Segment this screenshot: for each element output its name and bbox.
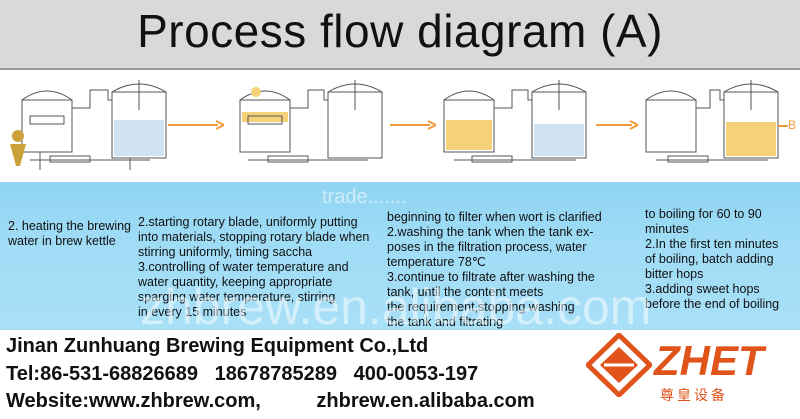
step-text-line: 2.In the first ten minutes xyxy=(645,237,779,251)
step-text-line: 3.adding sweet hops xyxy=(645,282,760,296)
step-text-line: into materials, stopping rotary blade wh… xyxy=(138,230,370,244)
step-text-line: water quantity, keeping appropriate xyxy=(138,275,333,289)
step-text-line: before the end of boiling xyxy=(645,297,780,311)
step-text-line: stirring uniformly, timing saccha xyxy=(138,245,313,259)
step-text-line: of boiling, batch adding xyxy=(645,252,774,266)
company-name: Jinan Zunhuang Brewing Equipment Co.,Ltd xyxy=(6,335,429,357)
step-text-line: the requirement,stopping washing xyxy=(387,300,575,314)
step-3-text: beginning to filter when wort is clarifi… xyxy=(387,210,642,330)
step-text-line: beginning to filter when wort is clarifi… xyxy=(387,210,602,224)
stage-4-equipment xyxy=(645,80,788,163)
step-text-line: 2.starting rotary blade, uniformly putti… xyxy=(138,215,358,229)
watermark-top: trade....... xyxy=(322,186,407,208)
stage-3-equipment xyxy=(443,80,587,163)
step-text-line: 3.controlling of water temperature and xyxy=(138,260,349,274)
step-text-line: 2. heating the brewing xyxy=(8,219,132,233)
process-diagram: B xyxy=(0,70,800,182)
page-title: Process flow diagram (A) xyxy=(137,5,663,57)
step-text-line: tank, until the content meets xyxy=(387,285,544,299)
step-text-line: water in brew kettle xyxy=(8,234,116,248)
step-text-line: in every 15 minutes xyxy=(138,305,247,319)
step-text-line: minutes xyxy=(645,222,689,236)
step-text-line: sparging water temperature, stirring xyxy=(138,290,336,304)
flow-arrow-2 xyxy=(390,120,436,130)
arrow-end-label: B xyxy=(788,118,797,132)
steps-band xyxy=(0,182,800,330)
flow-arrow-1 xyxy=(168,120,224,130)
stage-1-equipment xyxy=(10,80,167,170)
flow-arrow-3 xyxy=(596,120,638,130)
step-text-line: bitter hops xyxy=(645,267,704,281)
company-logo-icon xyxy=(586,333,652,397)
stage-2-equipment xyxy=(239,80,383,163)
step-text-line: the tank and filtrating xyxy=(387,315,504,329)
title-bar: Process flow diagram (A) xyxy=(0,0,800,70)
company-footer: Jinan Zunhuang Brewing Equipment Co.,Ltd… xyxy=(0,331,800,419)
step-text-line: poses in the filtration process, water xyxy=(387,240,587,254)
step-text-line: to boiling for 60 to 90 xyxy=(645,207,762,221)
company-logo-text: ZHET xyxy=(654,337,764,384)
website-links: Website:www.zhbrew.com, zhbrew.en.alibab… xyxy=(6,390,535,412)
step-text-line: 3.continue to filtrate after washing the xyxy=(387,270,595,284)
company-logo-subtitle: 尊皇设备 xyxy=(660,387,728,403)
telephone-numbers: Tel:86-531-68826689 18678785289 400-0053… xyxy=(6,363,479,385)
step-text-line: temperature 78℃ xyxy=(387,255,486,269)
step-2-text: 2.starting rotary blade, uniformly putti… xyxy=(138,215,383,320)
step-text-line: 2.washing the tank when the tank ex- xyxy=(387,225,594,239)
watermark-main: zhbrew.en.alibaba.com xyxy=(140,279,652,335)
